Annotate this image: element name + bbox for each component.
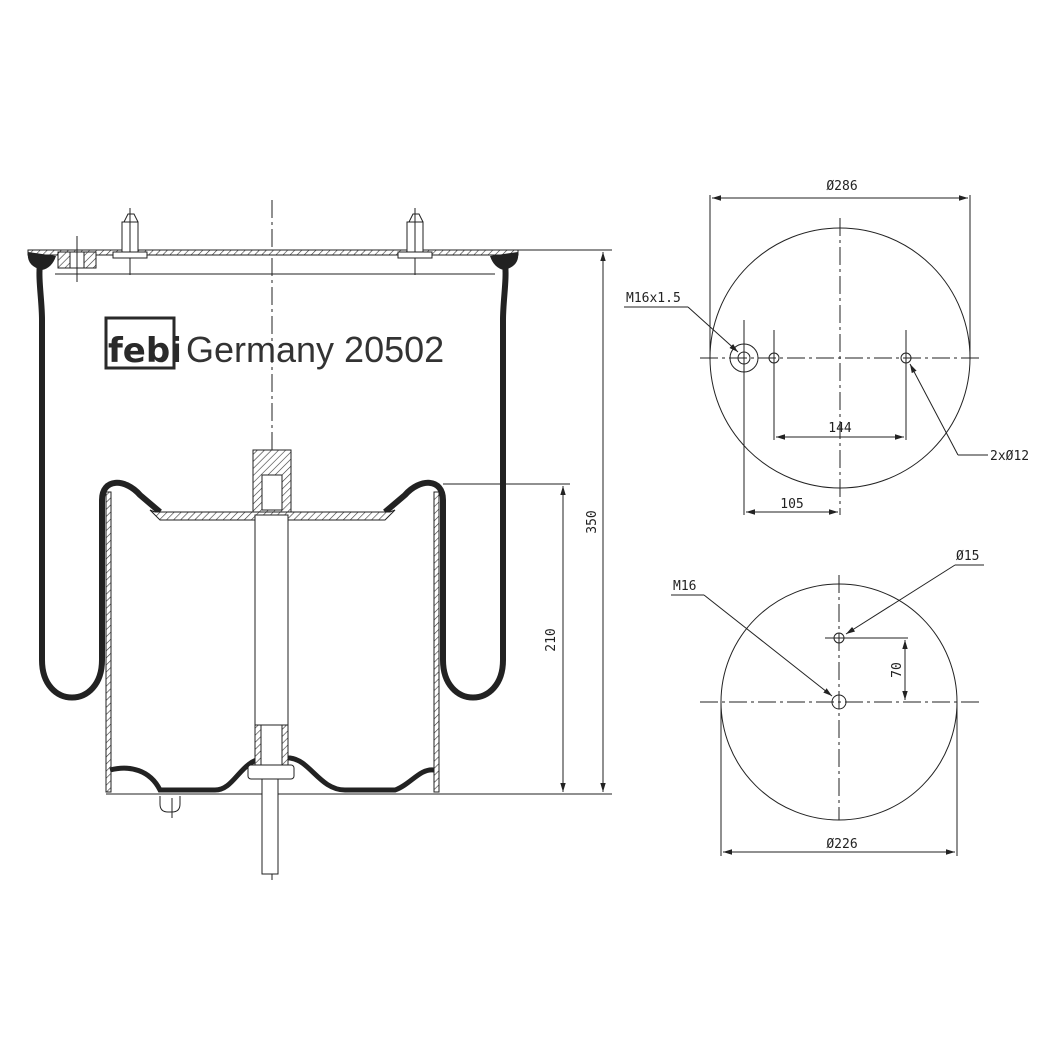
air-port-callout: M16x1.5 [626,291,681,306]
top-view: Ø286 144 105 M16x1.5 2xØ12 [624,179,1029,515]
bottom-view: 70 Ø226 M16 Ø15 [671,549,984,856]
air-port-offset-label: 105 [780,497,803,512]
brand-block: febi Germany 20502 [104,316,444,371]
stud-spacing-label: 144 [828,421,852,436]
center-thread-callout: M16 [673,579,696,594]
side-view: 350 210 febi Germany 20502 [27,200,612,880]
bellow [36,261,162,701]
studs-callout: 2xØ12 [990,449,1029,464]
hole-offset-label: 70 [890,662,905,678]
top-plate [27,208,519,282]
piston [105,449,612,875]
bottom-diameter-label: Ø226 [826,837,857,852]
piston-height-label: 210 [544,628,559,651]
overall-height-label: 350 [585,510,600,533]
febi-logo: febi [108,331,182,371]
top-diameter-label: Ø286 [826,179,857,194]
product-title: Germany 20502 [186,329,444,370]
hole-callout: Ø15 [956,549,979,564]
dimension-210: 210 [443,483,570,792]
dimension-350: 350 [518,249,612,792]
